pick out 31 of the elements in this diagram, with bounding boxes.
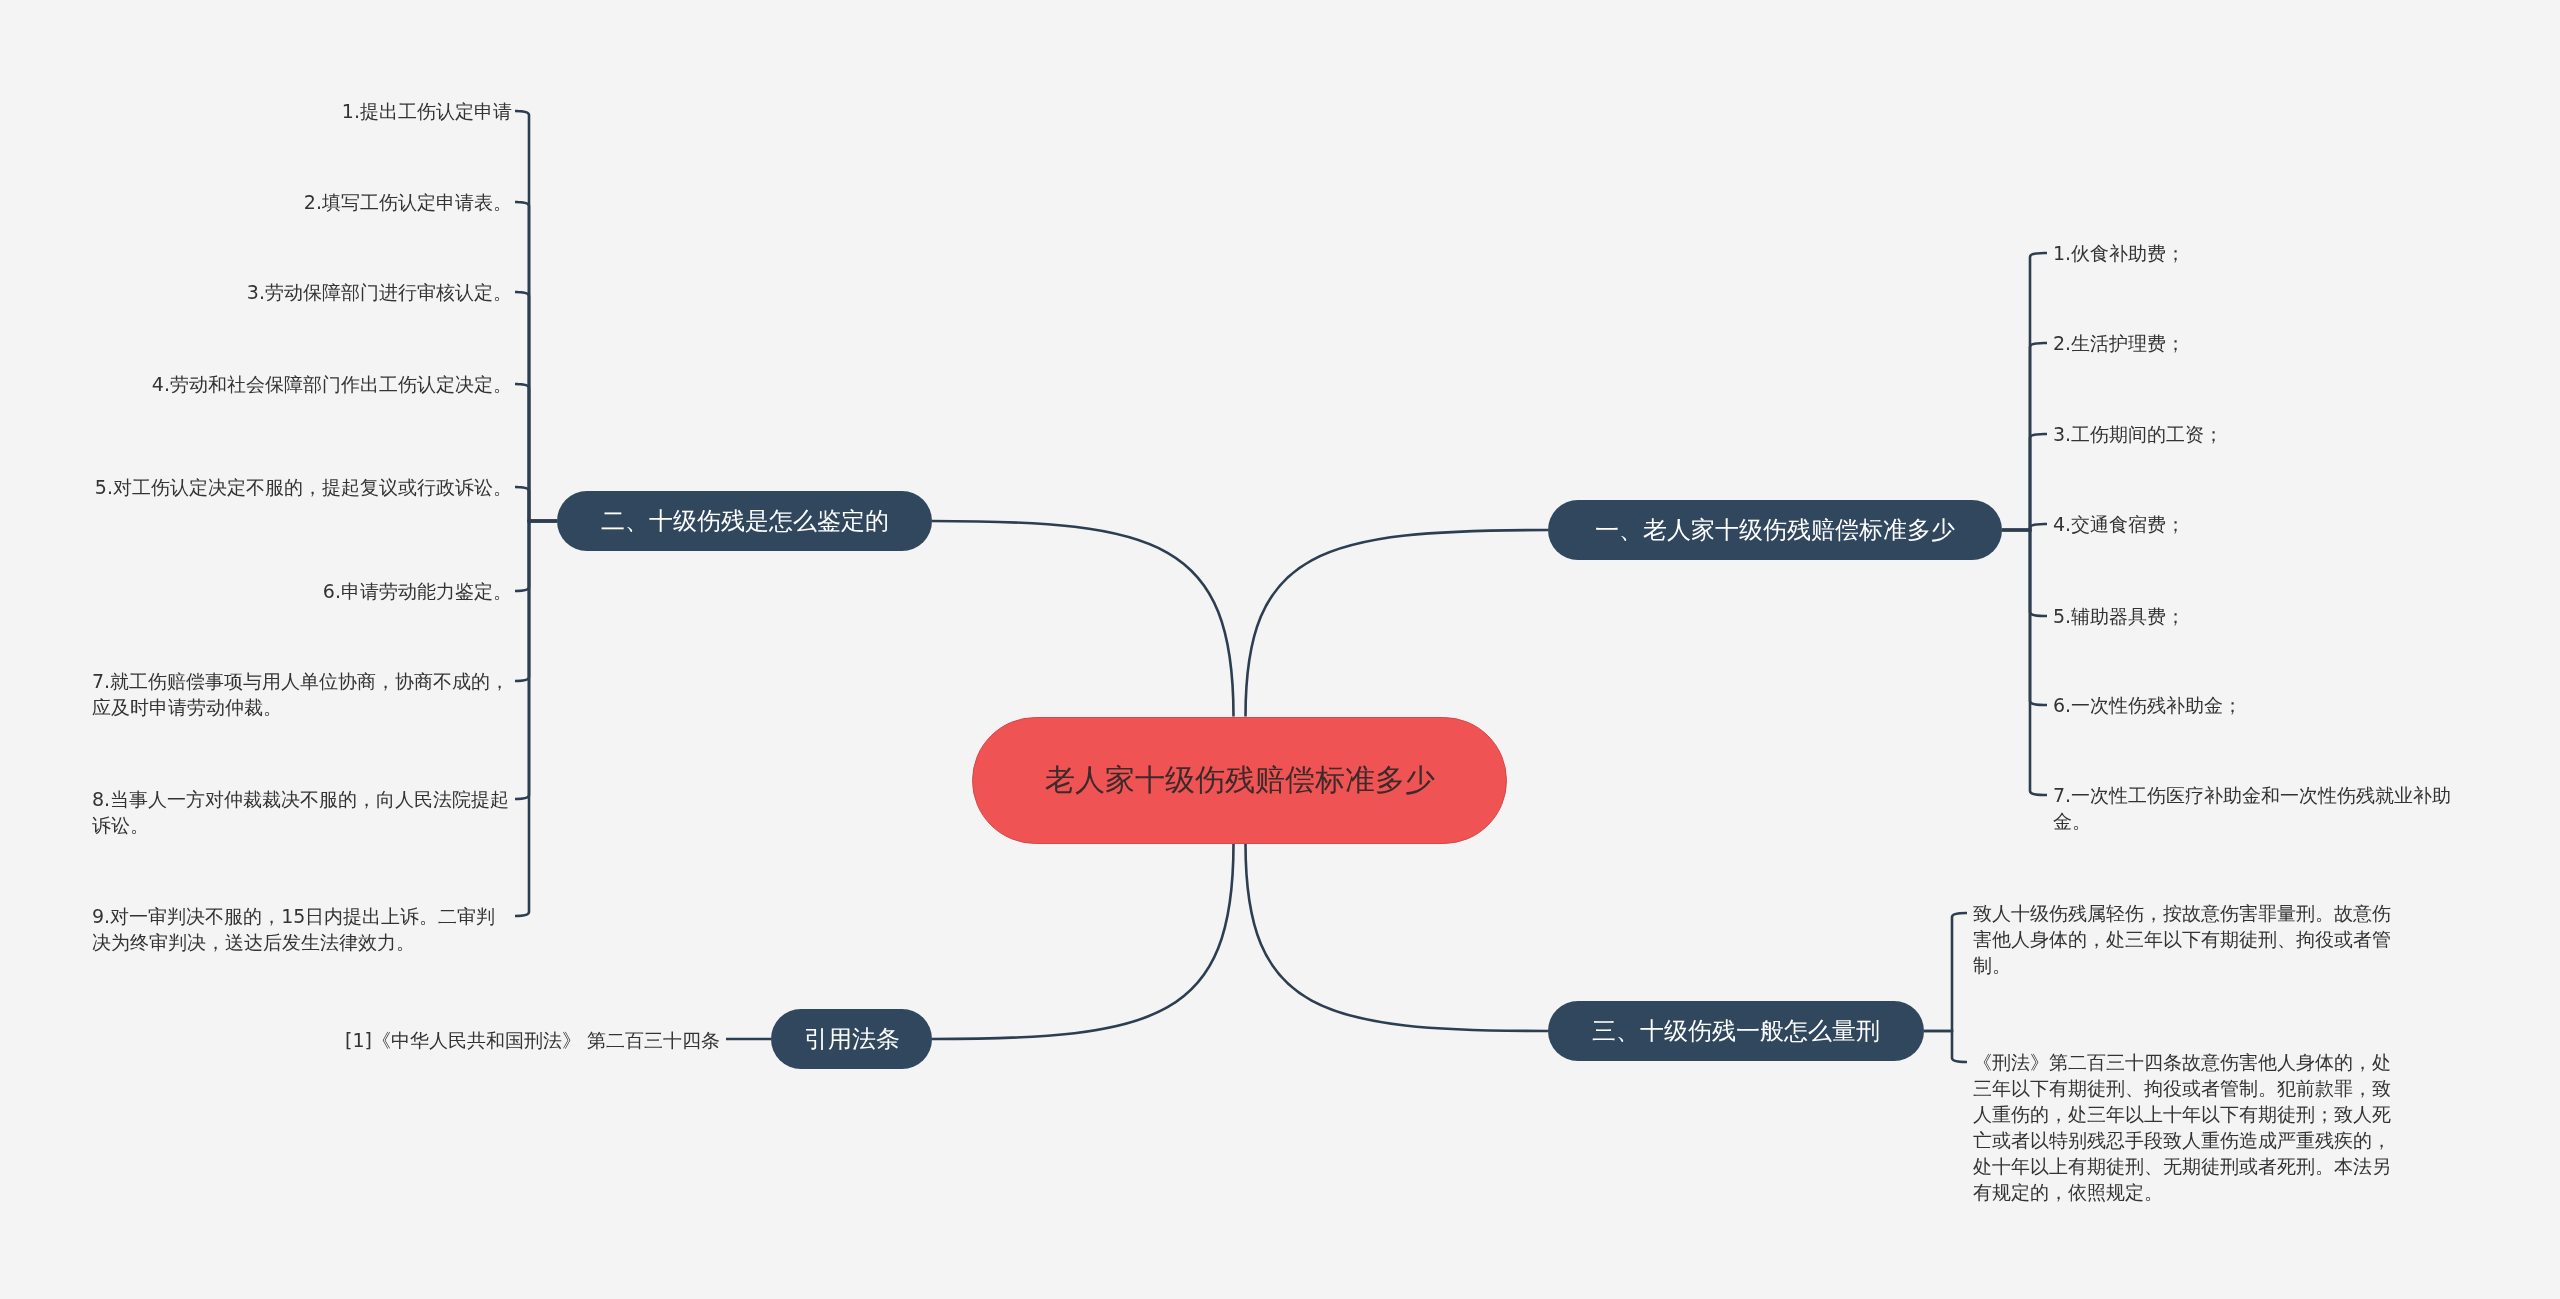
connector-line: [1244, 843, 1548, 1033]
subtopic-text: 7.一次性工伤医疗补助金和一次性伤残就业补助金。: [2053, 782, 2473, 834]
connector-line: [726, 1037, 771, 1041]
connector-line: [1924, 1029, 1968, 1064]
subtopic-text: 7.就工伤赔偿事项与用人单位协商，协商不成的，应及时申请劳动仲裁。: [92, 668, 512, 720]
topic-box: 三、十级伤残一般怎么量刑: [1548, 1001, 1924, 1061]
subtopic-text: 6.一次性伤残补助金；: [2053, 692, 2493, 718]
connector-line: [932, 843, 1235, 1041]
subtopic-text: 3.劳动保障部门进行审核认定。: [246, 279, 512, 305]
subtopic-text: 9.对一审判决不服的，15日内提出上诉。二审判决为终审判决，送达后发生法律效力。: [92, 903, 512, 955]
subtopic-text: 《刑法》第二百三十四条故意伤害他人身体的，处三年以下有期徒刑、拘役或者管制。犯前款罪，致人重伤的，处三年以上十年以下有期徒刑；致人死亡或者以特别残忍手段致人重伤造成严重残疾的，处十年以上有期徒刑、无期徒刑或者死刑。本法另有规定的，依照规定。: [1973, 1049, 2393, 1205]
subtopic-text: 4.劳动和社会保障部门作出工伤认定决定。: [151, 371, 512, 397]
subtopic-text: 6.申请劳动能力鉴定。: [322, 578, 512, 604]
subtopic-text: 5.对工伤认定决定不服的，提起复议或行政诉讼。: [94, 474, 512, 500]
subtopic-text: 2.生活护理费；: [2053, 330, 2493, 356]
subtopic-text: 1.伙食补助费；: [2053, 240, 2493, 266]
topic-box: 引用法条: [771, 1009, 932, 1069]
subtopic-text: 致人十级伤残属轻伤，按故意伤害罪量刑。故意伤害他人身体的，处三年以下有期徒刑、拘役或者管制。: [1973, 900, 2393, 978]
connector-line: [513, 519, 557, 918]
subtopic-text: 3.工伤期间的工资；: [2053, 421, 2493, 447]
connector-line: [932, 519, 1235, 717]
topic-box: 一、老人家十级伤残赔偿标准多少: [1548, 500, 2002, 560]
subtopic-text: [1]《中华人民共和国刑法》 第二百三十四条: [345, 1027, 720, 1053]
topic-box: 二、十级伤残是怎么鉴定的: [557, 491, 932, 551]
subtopic-text: 5.辅助器具费；: [2053, 603, 2493, 629]
central-topic: 老人家十级伤残赔偿标准多少: [972, 716, 1507, 844]
subtopic-text: 4.交通食宿费；: [2053, 511, 2493, 537]
subtopic-text: 2.填写工伤认定申请表。: [303, 189, 512, 215]
connector-line: [1244, 528, 1548, 717]
subtopic-text: 8.当事人一方对仲裁裁决不服的，向人民法院提起诉讼。: [92, 786, 512, 838]
subtopic-text: 1.提出工伤认定申请: [341, 98, 512, 124]
